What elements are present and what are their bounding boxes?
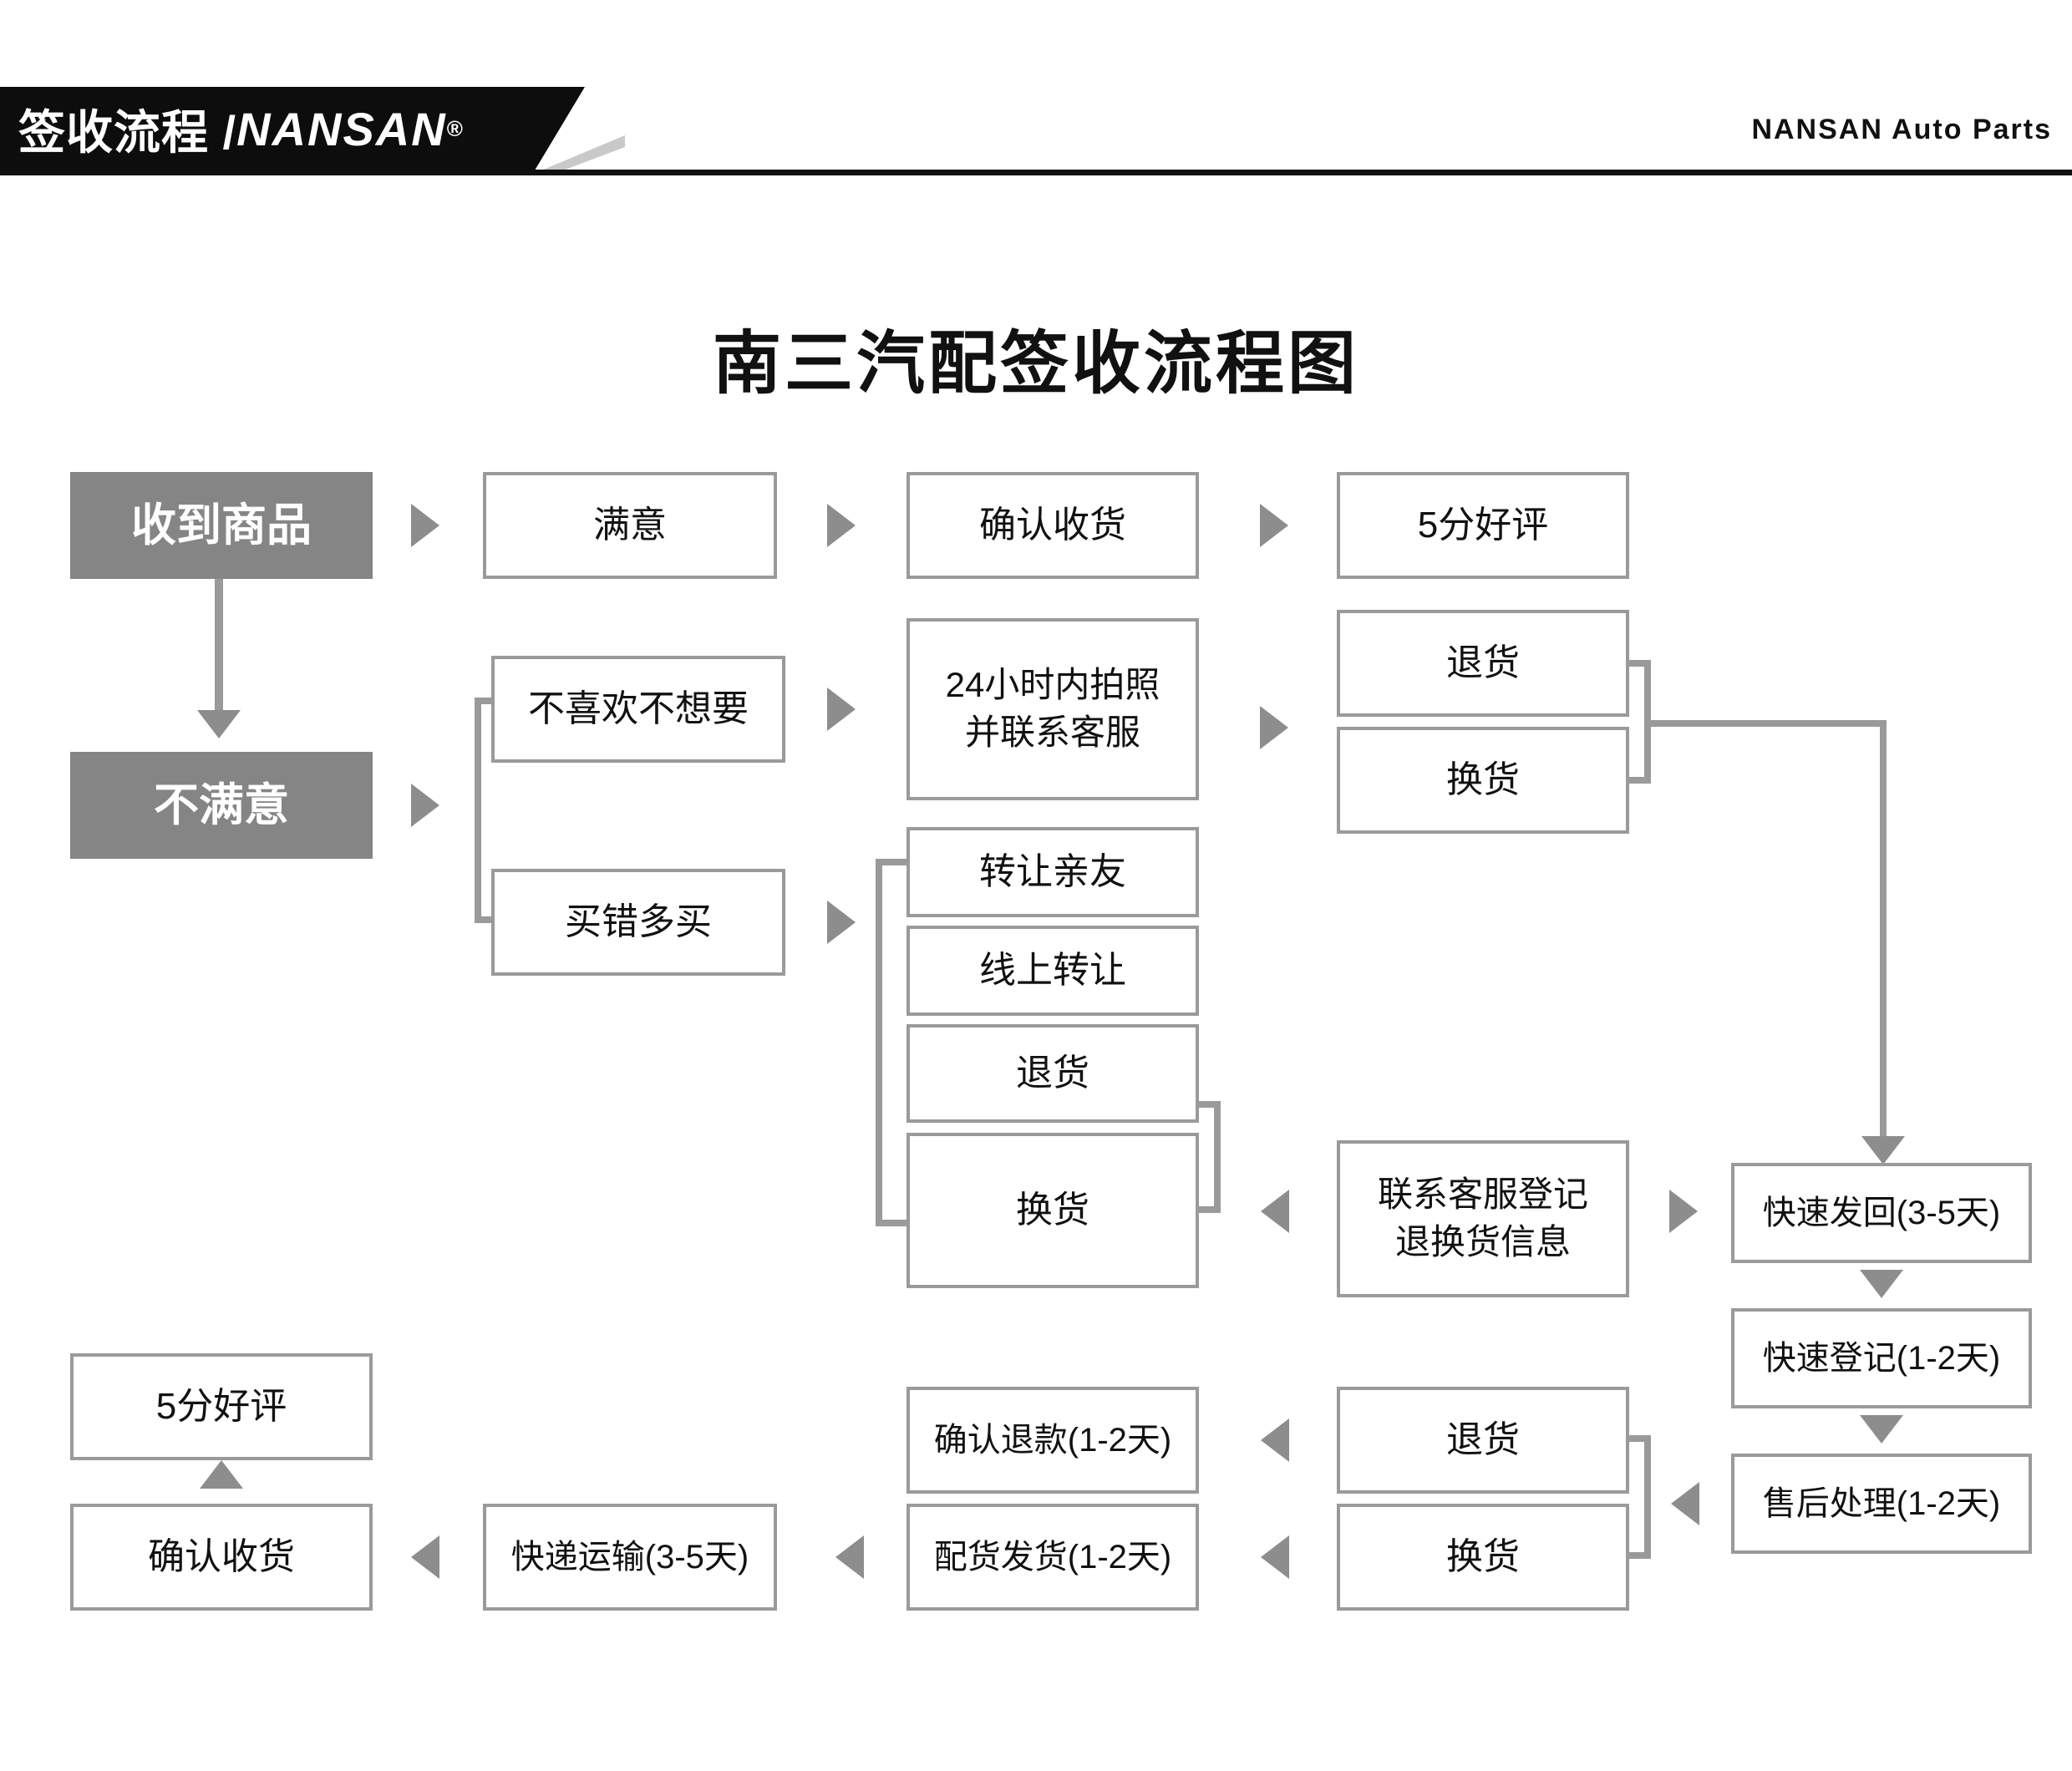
node-photo-contact-line1: 24小时内拍照	[945, 665, 1160, 705]
header-banner-label: 签收流程 / NANSAN®	[18, 87, 536, 170]
arrow-after-sales-to-bottom-return-exchange	[1671, 1482, 1699, 1525]
arrow-dislike-to-photo	[827, 688, 856, 731]
arrow-received-to-satisfied	[411, 504, 439, 547]
arrow-fast-return-to-fast-register	[1860, 1270, 1903, 1298]
header-banner-brand: NANSAN	[236, 102, 447, 155]
header-accent-triangle	[541, 135, 625, 170]
bracket-bottom-return-stub	[1629, 1435, 1651, 1442]
node-fast-register: 快速登记(1-2天)	[1731, 1308, 2032, 1408]
connector-received-to-unsatisfied	[215, 579, 223, 714]
node-return-bottom: 退货	[1337, 1387, 1629, 1494]
node-bought-wrong-extra: 买错多买	[491, 869, 785, 976]
bracket-options-top-stub	[876, 859, 909, 865]
page-title: 南三汽配签收流程图	[712, 326, 1359, 402]
arrow-confirm-receipt-to-five-star-bottom	[200, 1460, 243, 1489]
node-exchange-bottom: 换货	[1337, 1504, 1629, 1611]
arrow-unsatisfied-branch	[411, 784, 439, 827]
bracket-unsatisfied-top-stub	[475, 698, 495, 704]
node-five-star-bottom: 5分好评	[70, 1353, 373, 1460]
arrow-ship-to-express	[835, 1535, 864, 1579]
node-transfer-online: 线上转让	[906, 926, 1199, 1016]
node-fast-return: 快速发回(3-5天)	[1731, 1163, 2032, 1263]
header-banner-shape	[0, 87, 585, 170]
connector-merge-down	[1880, 720, 1887, 1143]
node-dislike-unwanted: 不喜欢不想要	[491, 656, 785, 763]
node-contact-register-line1: 联系客服登记	[1377, 1175, 1588, 1215]
arrow-confirm-to-five-star	[1260, 504, 1288, 547]
arrow-register-to-fast-return	[1669, 1190, 1698, 1233]
node-received-goods: 收到商品	[70, 472, 373, 579]
arrow-satisfied-to-confirm	[827, 504, 856, 547]
header-divider	[0, 170, 2072, 175]
bracket-return-stub	[1629, 660, 1651, 667]
header-banner-cn: 签收流程 /	[18, 105, 237, 159]
node-return-top: 退货	[1337, 610, 1629, 717]
node-after-sales: 售后处理(1-2天)	[1731, 1454, 2032, 1554]
node-photo-contact-line2: 并联系客服	[964, 713, 1140, 752]
connector-merge-horizontal	[1644, 720, 1887, 727]
arrow-to-fast-return	[1861, 1136, 1905, 1165]
bracket-options-bottom-stub	[876, 1220, 909, 1226]
bracket-unsatisfied-vertical	[475, 698, 481, 923]
node-contact-service-register: 联系客服登记 退换货信息	[1337, 1140, 1629, 1297]
node-satisfied: 满意	[483, 472, 777, 579]
bracket-bottom-exchange-stub	[1629, 1552, 1651, 1559]
arrow-photo-to-return-exchange	[1260, 706, 1288, 749]
arrow-received-to-unsatisfied	[197, 710, 241, 738]
registered-trademark-icon: ®	[446, 115, 464, 141]
arrow-bought-wrong-branch	[827, 901, 856, 944]
node-return-middle: 退货	[906, 1024, 1199, 1123]
bracket-unsatisfied-bottom-stub	[475, 916, 495, 923]
node-exchange-top: 换货	[1337, 727, 1629, 834]
node-contact-register-line2: 退换货信息	[1394, 1222, 1571, 1261]
bracket-mid-vertical	[1214, 1101, 1221, 1213]
bracket-mid-exchange-stub	[1199, 1206, 1221, 1213]
arrow-register-to-mid-return-exchange	[1261, 1190, 1289, 1233]
node-transfer-friend: 转让亲友	[906, 827, 1199, 917]
bracket-options-vertical	[876, 859, 882, 1226]
arrow-fast-register-to-after-sales	[1860, 1415, 1903, 1444]
page-header: 签收流程 / NANSAN® NANSAN Auto Parts	[0, 0, 2072, 184]
bracket-exchange-stub	[1629, 777, 1651, 784]
node-ship-goods: 配货发货(1-2天)	[906, 1504, 1199, 1611]
arrow-return-to-confirm-refund	[1261, 1418, 1289, 1462]
node-unsatisfied: 不满意	[70, 752, 373, 859]
bracket-mid-return-stub	[1199, 1101, 1221, 1108]
node-exchange-middle: 换货	[906, 1133, 1199, 1288]
header-brand-right: NANSAN Auto Parts	[1751, 114, 2052, 145]
node-confirm-receipt-top: 确认收货	[906, 472, 1199, 579]
node-five-star-top: 5分好评	[1337, 472, 1629, 579]
arrow-exchange-to-ship-goods	[1261, 1535, 1289, 1579]
bracket-bottom-vertical	[1644, 1435, 1651, 1559]
arrow-express-to-confirm-receipt	[411, 1535, 439, 1579]
node-express-transport: 快递运输(3-5天)	[483, 1504, 777, 1611]
node-photo-contact-service: 24小时内拍照 并联系客服	[906, 618, 1199, 800]
node-confirm-refund: 确认退款(1-2天)	[906, 1387, 1199, 1494]
node-confirm-receipt-bottom: 确认收货	[70, 1504, 373, 1611]
